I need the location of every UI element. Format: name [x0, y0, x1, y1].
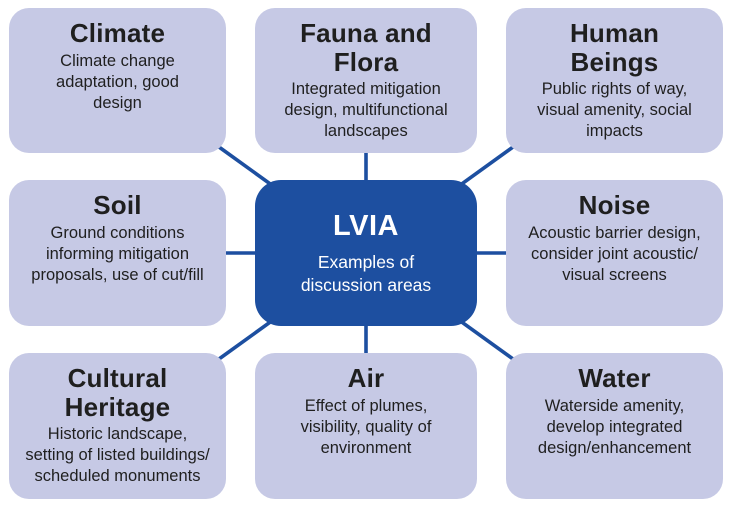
node-human-beings-title: Human Beings — [569, 18, 660, 77]
node-fauna-and-flora-title: Fauna and Flora — [300, 18, 432, 77]
node-climate: Climate Climate change adaptation, good … — [9, 8, 226, 153]
node-soil: Soil Ground conditions informing mitigat… — [9, 180, 226, 326]
node-water-desc: Waterside amenity, develop integrated de… — [537, 396, 692, 457]
node-climate-title: Climate — [69, 18, 166, 48]
node-water-title: Water — [578, 363, 651, 393]
node-human-beings-desc: Public rights of way, visual amenity, so… — [537, 80, 692, 141]
node-soil-desc: Ground conditions informing mitigation p… — [31, 223, 204, 284]
node-fauna-and-flora-desc: Integrated mitigation design, multifunct… — [284, 80, 448, 141]
node-noise-desc: Acoustic barrier design, consider joint … — [528, 223, 701, 284]
node-climate-desc: Climate change adaptation, good design — [56, 51, 179, 112]
node-air: Air Effect of plumes, visibility, qualit… — [255, 353, 477, 499]
center-node-lvia: LVIA Examples of discussion areas — [255, 180, 477, 326]
node-noise: Noise Acoustic barrier design, consider … — [506, 180, 723, 326]
node-human-beings: Human Beings Public rights of way, visua… — [506, 8, 723, 153]
node-cultural-heritage-desc: Historic landscape, setting of listed bu… — [25, 425, 210, 486]
node-air-desc: Effect of plumes, visibility, quality of… — [300, 396, 432, 457]
node-air-title: Air — [347, 363, 385, 393]
node-soil-title: Soil — [93, 190, 142, 220]
node-water: Water Waterside amenity, develop integra… — [506, 353, 723, 499]
node-cultural-heritage-title: Cultural Heritage — [64, 363, 171, 422]
node-cultural-heritage: Cultural Heritage Historic landscape, se… — [9, 353, 226, 499]
node-fauna-and-flora: Fauna and Flora Integrated mitigation de… — [255, 8, 477, 153]
node-noise-title: Noise — [578, 190, 651, 220]
center-node-subtitle: Examples of discussion areas — [300, 251, 432, 295]
center-node-title: LVIA — [333, 209, 399, 242]
